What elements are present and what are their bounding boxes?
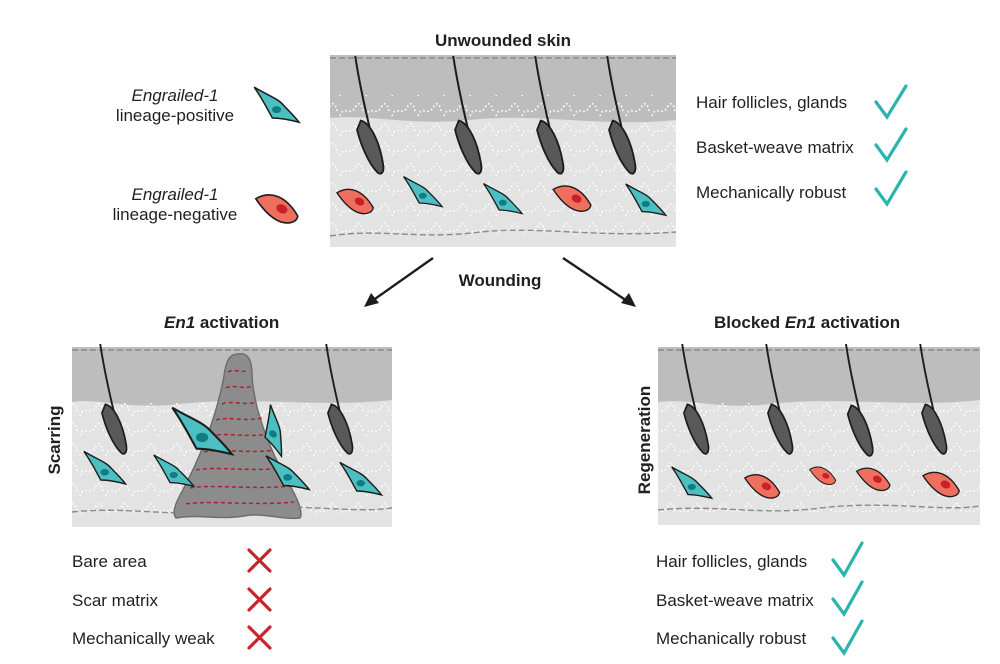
- check-icons-bottom: [831, 541, 864, 656]
- left-panel-title: En1 activation: [164, 313, 279, 333]
- right-title-gene: En1: [784, 313, 817, 332]
- wounding-label: Wounding: [458, 271, 542, 290]
- scarring-skin-panel: [71, 344, 393, 527]
- top-panel-title: Unwounded skin: [435, 31, 571, 50]
- legend-positive-label: lineage-positive: [115, 106, 235, 125]
- legend-positive: Engrailed-1 lineage-positive: [100, 86, 250, 126]
- right-check-label-3: Mechanically robust: [656, 629, 807, 648]
- left-cross-label-1: Bare area: [72, 552, 147, 571]
- right-panel-title: Blocked En1 activation: [714, 313, 900, 333]
- right-title-prefix: Blocked: [714, 313, 785, 332]
- left-title-gene: En1: [164, 313, 196, 332]
- right-check-label-1: Hair follicles, glands: [656, 552, 808, 571]
- top-check-label-3: Mechanically robust: [696, 183, 847, 202]
- wounding-arrows: [364, 257, 636, 307]
- scarring-side-label: Scarring: [45, 405, 64, 475]
- top-skin-panel: [329, 55, 677, 247]
- legend-positive-cell-icon: [253, 86, 300, 124]
- cross-icons: [247, 548, 272, 650]
- legend-negative-cell-icon: [254, 193, 299, 224]
- right-check-label-2: Basket-weave matrix: [656, 591, 814, 610]
- legend-negative-label: lineage-negative: [112, 205, 238, 224]
- left-cross-label-3: Mechanically weak: [72, 629, 215, 648]
- regeneration-skin-panel: [657, 344, 981, 525]
- left-cross-label-2: Scar matrix: [72, 591, 158, 610]
- regeneration-side-label: Regeneration: [635, 385, 654, 495]
- top-check-label-2: Basket-weave matrix: [696, 138, 854, 157]
- top-check-label-1: Hair follicles, glands: [696, 93, 848, 112]
- right-title-rest: activation: [816, 313, 901, 332]
- legend-negative-gene: Engrailed-1: [131, 185, 219, 204]
- legend-positive-gene: Engrailed-1: [131, 86, 219, 105]
- legend-negative: Engrailed-1 lineage-negative: [100, 185, 250, 225]
- left-title-rest: activation: [195, 313, 280, 332]
- check-icons-top: [874, 84, 908, 207]
